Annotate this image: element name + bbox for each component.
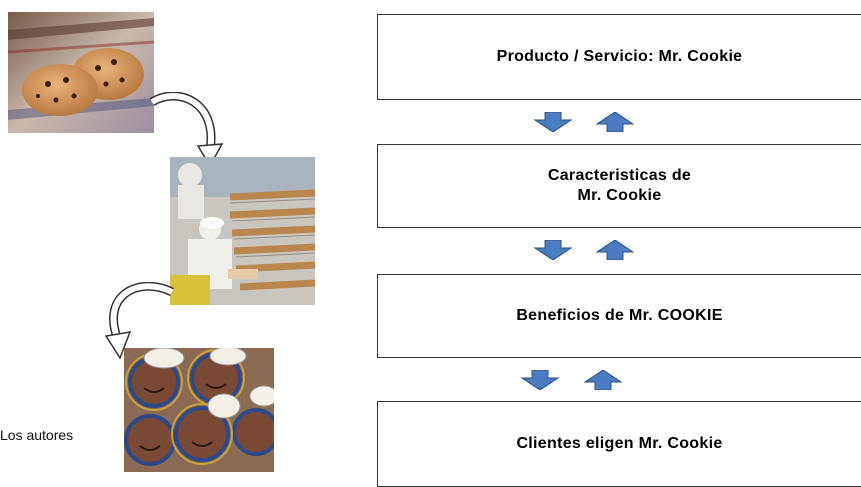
product-box: Producto / Servicio: Mr. Cookie	[377, 14, 861, 100]
benefits-box: Beneficios de Mr. COOKIE	[377, 274, 861, 358]
cookie-factory-photo	[170, 157, 315, 305]
box-text: Producto / Servicio: Mr. Cookie	[496, 48, 743, 65]
arrow-down-icon	[533, 240, 573, 260]
arrow-up-icon	[583, 370, 623, 390]
arrow-down-icon	[533, 112, 573, 132]
arrow-up-icon	[595, 240, 635, 260]
features-box: Caracteristicas de Mr. Cookie	[377, 144, 861, 228]
clients-box: Clientes eligen Mr. Cookie	[377, 401, 861, 487]
smiley-cookies-photo	[124, 348, 274, 472]
box-text: Beneficios de Mr. COOKIE	[516, 307, 723, 324]
arrow-down-icon	[520, 370, 560, 390]
box-text: Caracteristicas de	[547, 167, 692, 184]
arrow-up-icon	[595, 112, 635, 132]
cookies-photo	[8, 12, 154, 133]
caption-text: Los autores	[0, 427, 74, 443]
box-text: Mr. Cookie	[577, 187, 662, 204]
curved-arrow-icon	[104, 282, 175, 360]
box-text: Clientes eligen Mr. Cookie	[516, 435, 723, 452]
curved-arrow-icon	[149, 92, 224, 168]
